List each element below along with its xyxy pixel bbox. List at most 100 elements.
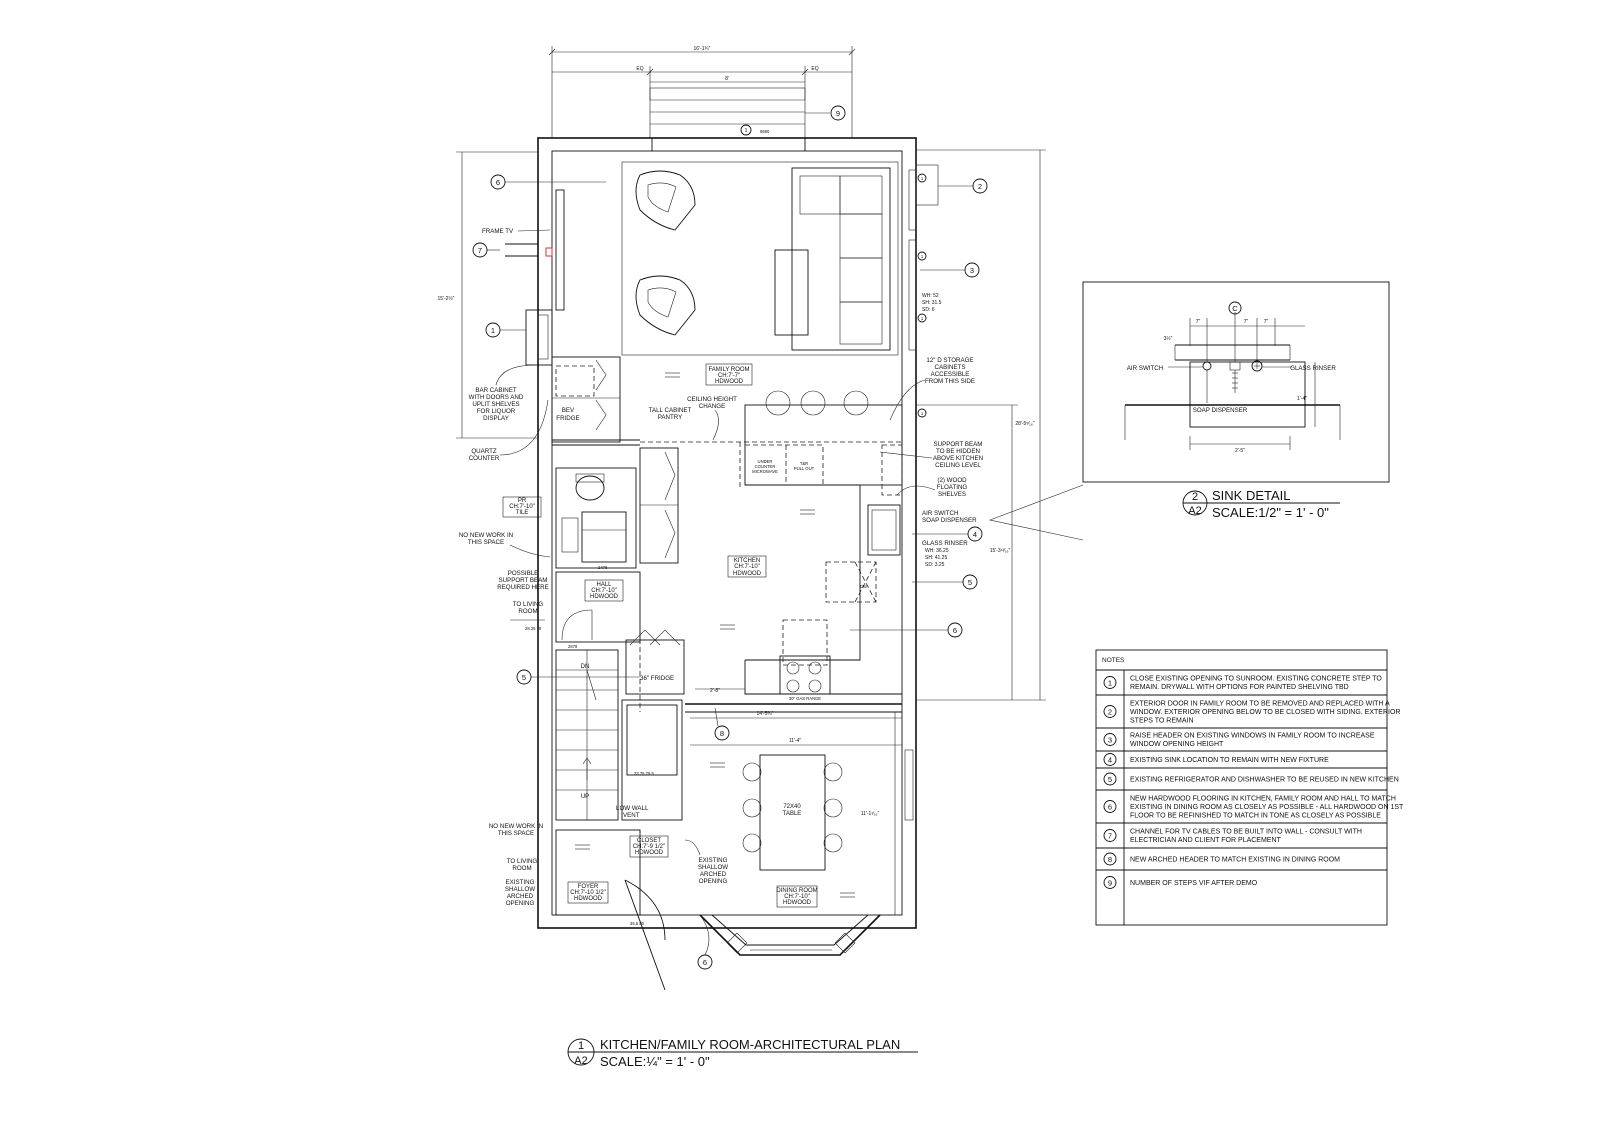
note-number-circle <box>1103 876 1117 889</box>
door-9680-label: 9680 <box>760 129 770 134</box>
svg-text:1: 1 <box>921 176 924 181</box>
svg-text:UPLIT SHELVES: UPLIT SHELVES <box>472 401 519 408</box>
label-no-new-work-2b: THIS SPACE <box>498 830 534 837</box>
label-to-living-1b: ROOM <box>518 608 537 615</box>
label-to-living-1a: TO LIVING <box>513 601 544 608</box>
sink-dim-left: 3½" <box>1164 335 1173 342</box>
sink-ref-sheet: A2 <box>1188 505 1201 517</box>
note-number-circle <box>1103 753 1117 766</box>
label-arch-right: EXISTING SHALLOW ARCHED OPENING <box>698 857 728 885</box>
sink-dim-top-1: 7" <box>1196 319 1201 325</box>
dim-dining-outer: 14'-5¾" <box>757 711 774 717</box>
svg-text:7: 7 <box>478 246 482 255</box>
sink-dim-width: 2'-5" <box>1235 448 1245 454</box>
svg-text:CABINETS: CABINETS <box>935 364 966 371</box>
label-tall-cab-2: PANTRY <box>658 414 683 421</box>
tag-5-kitchen: 5 <box>962 574 978 590</box>
label-no-new-work-1a: NO NEW WORK IN <box>459 532 513 539</box>
plan-ref-sheet: A2 <box>574 1055 587 1067</box>
stairs: DN UP <box>555 649 619 821</box>
room-pr-name: PR <box>518 498 527 504</box>
room-foyer-floor: HDWOOD <box>574 896 603 902</box>
label-dw: DW <box>860 584 867 589</box>
label-micro-2: COUNTER <box>755 464 776 469</box>
note-number-circle <box>1103 772 1117 786</box>
label-air-switch: AIR SWITCH <box>922 510 958 517</box>
note-number: 7 <box>1108 832 1112 841</box>
win-b-sd: SD: 3.25 <box>925 562 945 568</box>
win-b-sh: SH: 41.25 <box>925 555 947 561</box>
fridge <box>625 629 685 695</box>
label-no-new-work-2a: NO NEW WORK IN <box>489 823 543 830</box>
note-text: ELECTRICIAN AND CLIENT FOR PLACEMENT <box>1130 837 1282 844</box>
note-text: EXISTING IN DINING ROOM AS CLOSELY AS PO… <box>1130 804 1404 811</box>
svg-text:SUPPORT BEAM: SUPPORT BEAM <box>934 441 983 448</box>
tag-4: 4 <box>967 526 983 542</box>
notes-header: NOTES <box>1102 657 1125 664</box>
sink-label-air: AIR SWITCH <box>1127 365 1163 372</box>
stair-up: UP <box>581 794 589 800</box>
svg-text:ARCHED: ARCHED <box>700 871 727 878</box>
door-2375-label: 23.75 79.5 <box>634 771 654 776</box>
room-kitchen-ch: CH:7'-10" <box>734 564 760 570</box>
plan-title-block: 1 A2 KITCHEN/FAMILY ROOM-ARCHITECTURAL P… <box>567 1037 918 1069</box>
svg-text:6: 6 <box>703 958 707 967</box>
sink-detail-title: SINK DETAIL <box>1212 488 1291 503</box>
exterior-walls: 9680 <box>537 129 917 929</box>
tag-8: 8 <box>714 725 730 741</box>
svg-text:OPENING: OPENING <box>506 900 535 907</box>
label-soap-disp: SOAP DISPENSER <box>922 517 977 524</box>
dim-eq-left: EQ <box>636 66 643 72</box>
room-dining-ch: CH:7'-10" <box>784 894 810 900</box>
svg-text:EXISTING: EXISTING <box>699 857 728 864</box>
svg-text:1: 1 <box>491 326 495 335</box>
label-trash-1: T&R <box>800 461 808 466</box>
note-number-circle <box>1103 676 1117 689</box>
svg-text:(2) WOOD: (2) WOOD <box>937 477 967 484</box>
label-fridge: 36" FRIDGE <box>640 675 674 682</box>
tag-2: 2 <box>972 178 988 194</box>
room-kitchen-name: KITCHEN <box>734 558 760 564</box>
note-text: NEW HARDWOOD FLOORING IN KITCHEN, FAMILY… <box>1130 795 1396 802</box>
label-storage: 12" D STORAGE CABINETS ACCESSIBLE FROM T… <box>925 357 975 385</box>
tag-1-win-c: 1 <box>917 313 927 323</box>
label-arch-left: EXISTING SHALLOW ARCHED OPENING <box>505 879 535 907</box>
tag-6-kitchen: 6 <box>947 622 963 638</box>
note-text: EXTERIOR DOOR IN FAMILY ROOM TO BE REMOV… <box>1130 700 1390 707</box>
win-b-wh: WH: 36.25 <box>925 548 949 554</box>
svg-text:SHALLOW: SHALLOW <box>698 864 728 871</box>
svg-text:1: 1 <box>921 411 924 416</box>
label-trash-2: PULL OUT <box>794 466 815 471</box>
label-micro-3: MICROWAVE <box>752 469 778 474</box>
label-support-beam: SUPPORT BEAM TO BE HIDDEN ABOVE KITCHEN … <box>933 441 983 469</box>
svg-text:OPENING: OPENING <box>699 878 728 885</box>
room-family-name: FAMILY ROOM <box>708 367 749 373</box>
sink-dim-top-2: 7" <box>1244 319 1249 325</box>
label-ceil-2: CHANGE <box>699 403 725 410</box>
label-quartz-1: QUARTZ <box>471 448 497 455</box>
note-text: FLOOR TO BE REFINISHED TO MATCH IN TONE … <box>1130 812 1381 819</box>
label-wood-shelves: (2) WOOD FLOATING SHELVES <box>937 477 968 498</box>
room-family-ch: CH:7'-7" <box>718 373 740 379</box>
label-possible-beam-1: POSSIBLE <box>508 570 539 577</box>
room-closet-floor: HDWOOD <box>635 850 664 856</box>
svg-text:1: 1 <box>921 316 924 321</box>
door-3580-label: 35.5 80 <box>630 921 645 926</box>
table-label: TABLE <box>783 811 802 817</box>
table-size: 72X40 <box>783 804 801 810</box>
tag-6-top: 6 <box>490 174 506 190</box>
closet: CLOSET CH:7'-9 1/2" HDWOOD 23.75 79.5 <box>621 699 683 858</box>
svg-text:EXISTING: EXISTING <box>506 879 535 886</box>
sink-center-mark: C <box>1232 304 1238 313</box>
bay-window <box>699 914 881 956</box>
note-number-circle <box>1103 852 1117 866</box>
stair-dn: DN <box>581 664 590 670</box>
plan-scale: SCALE:¼" = 1' - 0" <box>600 1054 710 1069</box>
label-low-vent-1: LOW WALL <box>616 805 649 812</box>
